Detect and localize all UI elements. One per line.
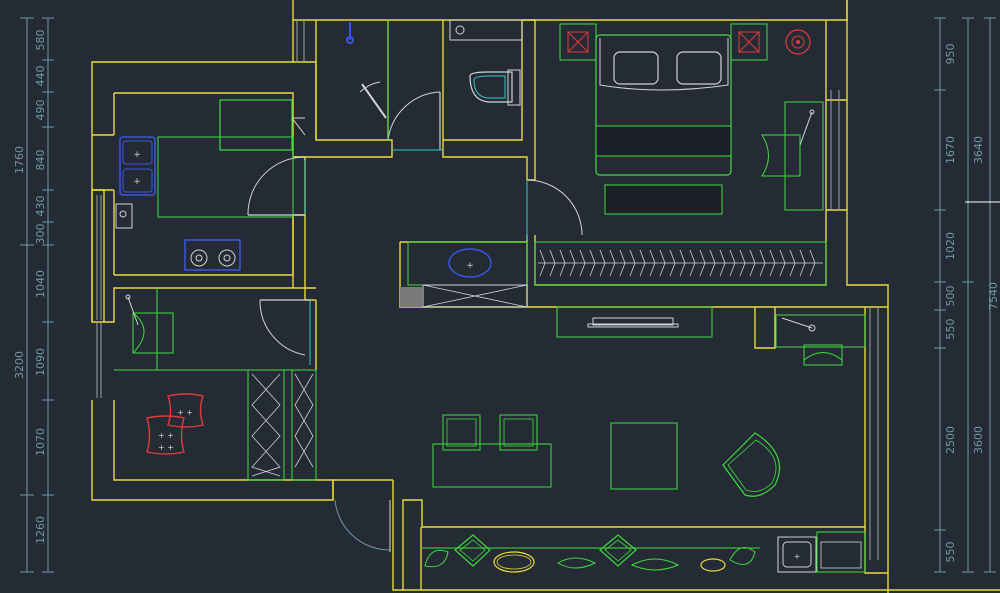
dim-label-li-490: 490 xyxy=(34,100,47,121)
pillow-right xyxy=(676,51,722,85)
bathroom-vanity: + xyxy=(400,241,528,308)
coffee-table xyxy=(610,422,678,490)
dim-label-li-440: 440 xyxy=(34,66,47,87)
dim-label-li-840: 840 xyxy=(34,150,47,171)
dimension-lines xyxy=(20,17,1000,573)
wardrobe-hangers xyxy=(538,249,823,277)
tv xyxy=(592,317,674,326)
dim-label-ro-7540: 7540 xyxy=(987,282,1000,310)
dim-label-ri-2500: 2500 xyxy=(944,426,957,454)
desk xyxy=(784,101,824,211)
washing-machine xyxy=(816,531,866,573)
nightstand-left xyxy=(559,23,597,61)
sofa-bench xyxy=(432,443,552,488)
doors xyxy=(247,81,583,552)
windows xyxy=(96,20,879,560)
balcony: + xyxy=(420,527,866,590)
stove xyxy=(184,239,241,271)
bookshelf-left xyxy=(247,369,285,481)
svg-text:+ +: + + xyxy=(158,443,174,452)
dim-label-ri-550a: 550 xyxy=(944,319,957,340)
bedroom xyxy=(534,23,827,286)
svg-text:+: + xyxy=(133,150,141,160)
dim-label-li-1070: 1070 xyxy=(34,428,47,456)
tv-cabinet xyxy=(556,306,713,338)
svg-text:+: + xyxy=(794,552,801,561)
nightstand-right xyxy=(730,23,768,61)
bookshelf-right xyxy=(291,369,317,481)
toilet-room xyxy=(346,19,523,140)
dim-label-ri-1670: 1670 xyxy=(944,136,957,164)
dim-label-ri-950: 950 xyxy=(944,44,957,65)
living-room xyxy=(432,306,866,497)
dim-label-ri-1020: 1020 xyxy=(944,232,957,260)
dim-label-ro-3640: 3640 xyxy=(972,136,985,164)
plant-1 xyxy=(424,549,449,568)
dim-label-li-1090: 1090 xyxy=(34,348,47,376)
dim-label-l-1760: 1760 xyxy=(13,146,26,174)
dim-label-ro-3600: 3600 xyxy=(972,426,985,454)
toilet xyxy=(469,71,513,103)
pillow-left xyxy=(613,51,659,85)
laundry-sink xyxy=(777,536,817,573)
wardrobe xyxy=(534,241,827,286)
plant-2 xyxy=(729,547,756,565)
svg-text:+ +: + + xyxy=(177,408,193,417)
dim-label-li-580: 580 xyxy=(34,30,47,51)
kitchen-counter xyxy=(157,136,294,218)
dim-label-l-3200: 3200 xyxy=(13,351,26,379)
dim-label-li-1040: 1040 xyxy=(34,270,47,298)
dim-label-ri-500: 500 xyxy=(944,286,957,307)
fridge xyxy=(219,99,293,151)
ceiling-lamp xyxy=(785,29,811,55)
lounge-chair xyxy=(722,432,781,497)
wash-basin xyxy=(448,248,492,278)
double-sink xyxy=(119,136,156,196)
cushion-2 xyxy=(146,415,185,455)
dining-chair xyxy=(803,344,843,366)
study-room: + + + + + + xyxy=(114,288,317,481)
svg-text:+: + xyxy=(466,261,474,271)
armchair-right xyxy=(499,414,538,451)
svg-text:+ +: + + xyxy=(158,431,174,440)
dim-label-l-1260: 1260 xyxy=(34,516,47,544)
kitchen: + + xyxy=(115,99,306,271)
dimension-labels: 3200 1260 1760 580 440 490 840 430 300 1… xyxy=(13,30,1000,563)
dim-label-li-430: 430 xyxy=(34,196,47,217)
walls xyxy=(91,0,1000,593)
svg-text:+: + xyxy=(133,177,141,187)
armchair-left xyxy=(442,414,481,451)
dim-label-ri-550b: 550 xyxy=(944,542,957,563)
bed xyxy=(595,34,732,176)
dim-label-li-300: 300 xyxy=(34,224,47,245)
